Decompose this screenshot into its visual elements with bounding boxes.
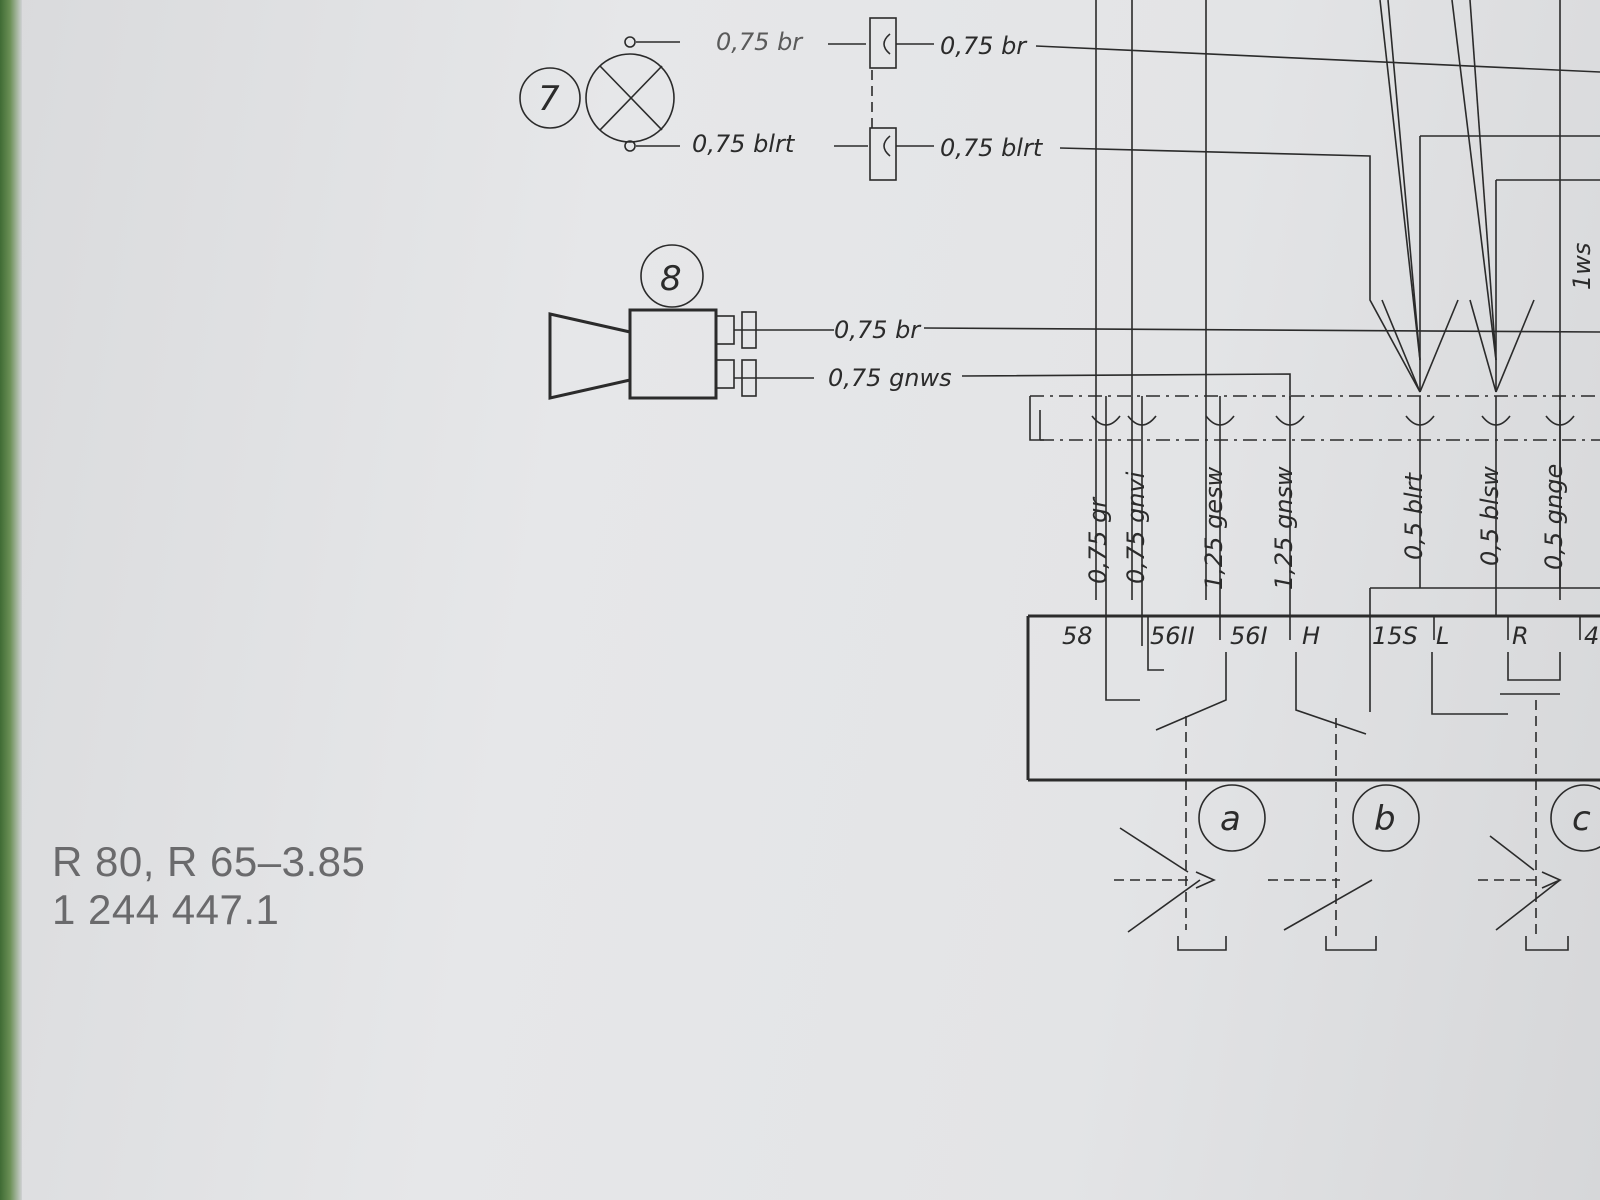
wire-label-lamp-bottom-right: 0,75 blrt [940,134,1044,162]
wire-label-horn-bottom: 0,75 gnws [828,364,952,392]
horn-component: 8 0,75 br 0,75 gnws [548,244,1600,400]
terminal-label: 58 [1062,622,1093,650]
wire-label-lamp-top-left: 0,75 br [716,28,804,56]
horn-number: 8 [660,259,682,299]
connector-wire-label: 1,25 gesw [1200,466,1228,590]
connector-wire-label: 0,5 gnge [1540,464,1568,570]
wire-label-right-edge: 1ws [1568,243,1596,290]
terminal-label: L [1436,622,1449,650]
terminal-label: 56I [1230,622,1268,650]
multipin-connector [1029,395,1600,616]
lamp-component: 7 [519,36,680,152]
lamp-number: 7 [538,79,560,119]
top-bus-wires [1095,0,1600,600]
page-edge-background [0,0,22,1200]
wire-label-lamp-top-right: 0,75 br [940,32,1028,60]
connector-pins [1091,396,1575,430]
part-number: 1 244 447.1 [52,886,280,933]
switch-a-label: a [1220,799,1241,839]
connector-wire-label: 0,75 gr [1084,496,1112,584]
connector-wire-label: 0,5 blrt [1400,471,1428,560]
switch-box: 58 56II 56I H 15S L R 4 [1026,587,1600,782]
terminal-label: R [1512,622,1529,650]
terminal-label: 15S [1372,622,1418,650]
connector-wire-label: 0,75 gnvi [1122,471,1150,584]
wire-label-lamp-bottom-left: 0,75 blrt [692,130,796,158]
wire-label-horn-top: 0,75 br [834,316,922,344]
terminal-label: 56II [1150,622,1195,650]
switch-c-label: c [1572,799,1591,839]
connector-wire-label: 1,25 gnsw [1270,466,1298,590]
switch-c: c [1478,700,1600,951]
switch-b-label: b [1374,799,1396,839]
terminal-label: H [1302,622,1320,650]
horn-icon [548,312,632,400]
connector-wire-label: 0,5 blsw [1476,466,1504,566]
terminal-labels: 58 56II 56I H 15S L R 4 [1062,622,1599,650]
connector-wire-labels: 0,75 gr 0,75 gnvi 1,25 gesw 1,25 gnsw 0,… [1084,464,1568,590]
terminal-label: 4 [1584,622,1599,650]
switch-b: b [1268,718,1420,951]
switch-a: a [1114,716,1266,951]
model-designation: R 80, R 65–3.85 [52,838,366,885]
lamp-wiring: 0,75 br 0,75 br 0,75 blrt 0,75 blrt [692,17,1600,393]
lamp-icon [585,53,675,143]
